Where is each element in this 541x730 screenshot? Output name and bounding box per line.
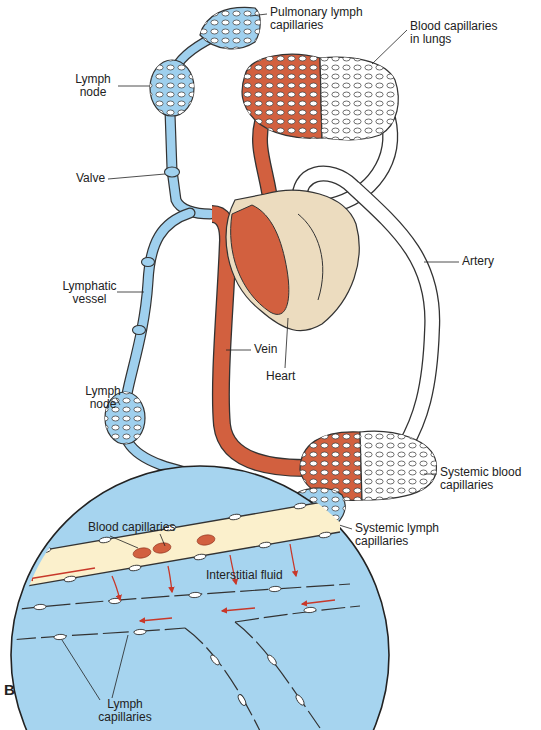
capillary-mesh — [360, 431, 436, 500]
capillary-mesh — [242, 54, 322, 138]
capillary-mesh — [320, 57, 398, 140]
part-label: Lymph node — [68, 73, 118, 99]
panel-letter: B — [4, 683, 24, 696]
magnified-tissue-circle: Blood capillariesInterstitial fluidLymph… — [10, 465, 390, 730]
leader-line — [424, 474, 437, 475]
part-label: Vein — [254, 343, 294, 356]
leader-line — [108, 174, 165, 179]
lymph-vessel — [127, 213, 190, 394]
leader-lines — [108, 14, 459, 529]
circle-outline — [10, 465, 390, 730]
leader-line — [250, 14, 267, 16]
lung-capillaries-oxygen-rich — [320, 57, 398, 140]
lymph-vessel — [170, 112, 210, 214]
inset-label: Blood capillaries — [88, 521, 198, 534]
pulmonary-lymph-net — [200, 7, 260, 48]
heart-septum — [298, 214, 323, 300]
lymph-vessel-outline — [170, 112, 210, 214]
systemic-capillaries-arterial — [360, 431, 436, 500]
leader-line — [226, 350, 251, 351]
leader-line — [118, 86, 150, 87]
part-label: Valve — [76, 172, 116, 185]
heart-right-chambers — [231, 205, 289, 314]
leader-line — [117, 292, 144, 293]
part-label: Systemic lymph capillaries — [355, 522, 455, 548]
inset-circle — [11, 466, 389, 730]
part-label: Heart — [266, 370, 316, 383]
part-label: Systemic blood capillaries — [440, 466, 535, 492]
lymph-valve — [165, 167, 180, 177]
heart — [226, 190, 359, 330]
lymph-vessel-outline — [127, 213, 190, 394]
part-label: Artery — [462, 255, 512, 268]
leader-line — [116, 398, 120, 405]
leader-line — [372, 30, 407, 64]
inset-label: Lymph capillaries — [90, 698, 160, 724]
part-label: Blood capillaries in lungs — [410, 20, 510, 46]
blood-vessels — [212, 118, 432, 468]
leader-line — [424, 262, 459, 263]
inset-label: Interstitial fluid — [206, 569, 326, 582]
capillary-mesh — [150, 60, 194, 116]
lymph-node-shape — [150, 60, 194, 116]
part-label: Lymphatic vessel — [62, 280, 117, 306]
part-label: Pulmonary lymph capillaries — [270, 6, 370, 32]
leader-line — [285, 318, 288, 368]
capillary-mesh — [200, 7, 260, 48]
part-label: Lymph node — [78, 385, 128, 411]
lymph-valve — [133, 326, 146, 335]
lymph-valve — [142, 258, 155, 267]
lung-capillaries-oxygen-poor — [242, 54, 322, 138]
